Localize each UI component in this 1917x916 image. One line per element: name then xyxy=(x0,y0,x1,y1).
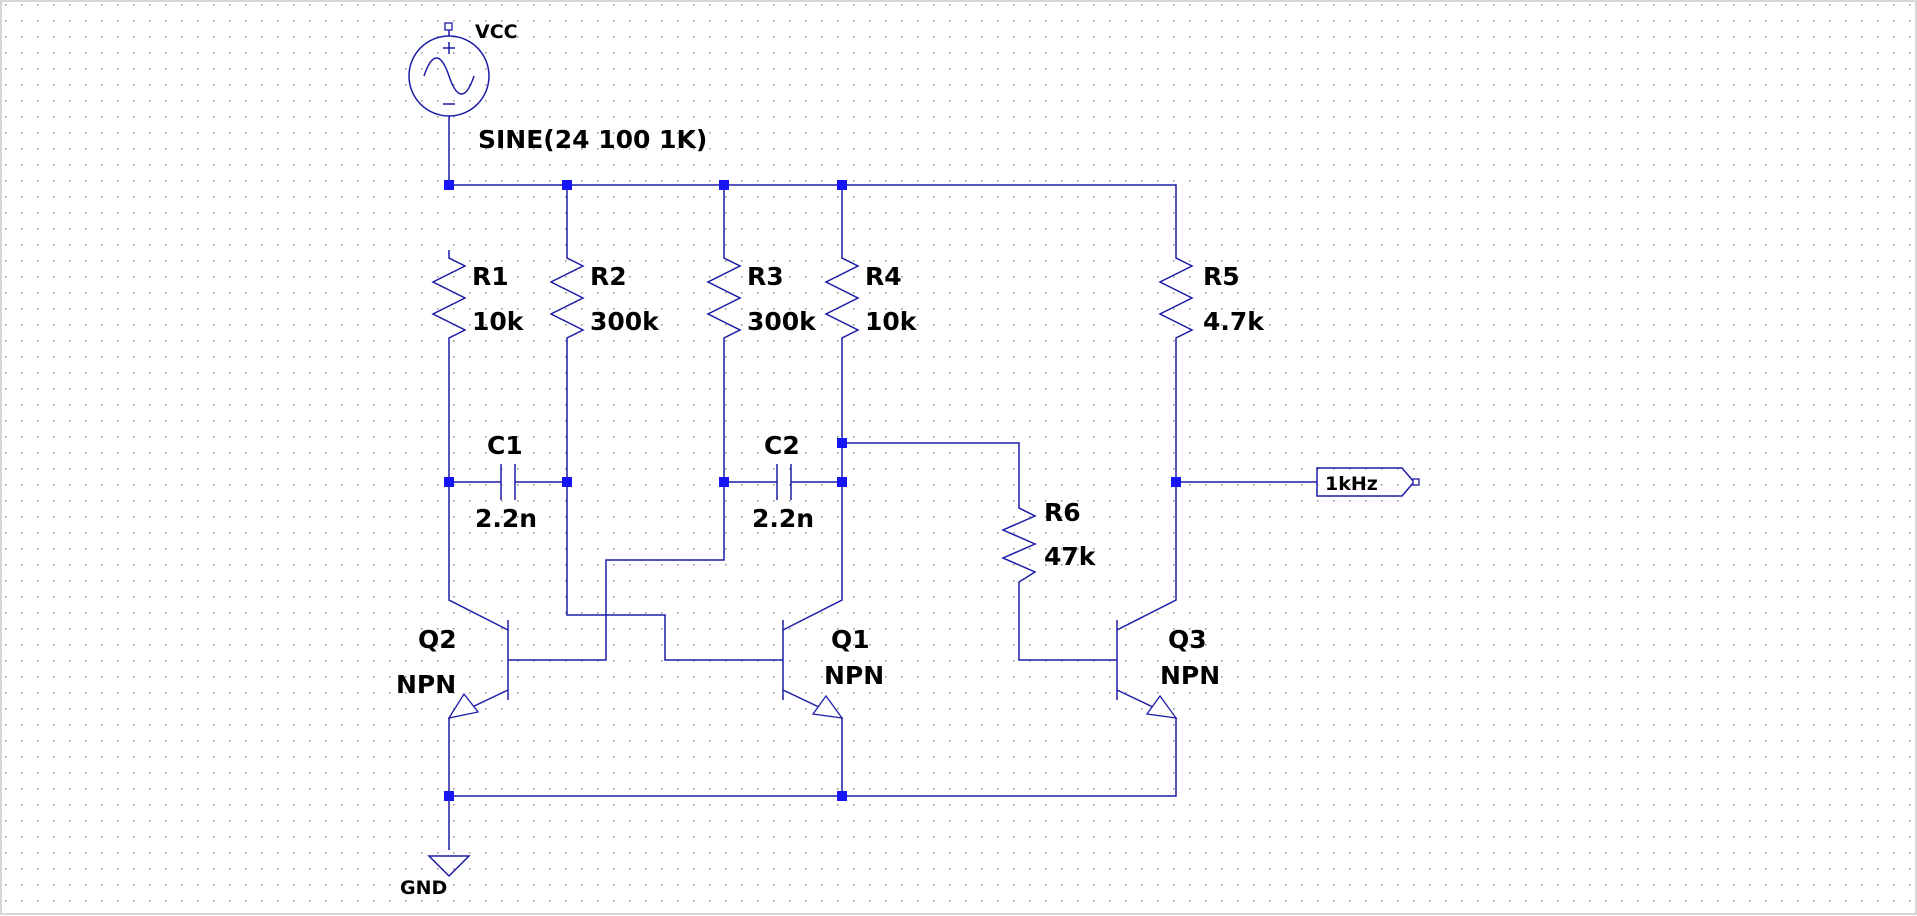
resistor-r5-name: R5 xyxy=(1203,262,1240,291)
resistor-r5-value: 4.7k xyxy=(1203,307,1265,336)
resistor-r5[interactable]: R5 4.7k xyxy=(1158,250,1265,343)
capacitor-c2-name: C2 xyxy=(764,431,800,460)
ground-symbol[interactable]: GND xyxy=(400,855,471,899)
resistor-r3-value: 300k xyxy=(747,307,817,336)
resistor-r1-name: R1 xyxy=(472,262,509,291)
transistor-q3-model: NPN xyxy=(1160,661,1220,690)
wires[interactable] xyxy=(448,124,1317,850)
resistor-r3[interactable]: R3 300k xyxy=(706,250,817,343)
transistor-q1-model: NPN xyxy=(824,661,884,690)
transistor-q3-name: Q3 xyxy=(1168,625,1207,654)
capacitor-c2-value: 2.2n xyxy=(752,504,814,533)
resistor-r3-name: R3 xyxy=(747,262,784,291)
capacitor-c2[interactable]: C2 2.2n xyxy=(752,431,814,533)
resistor-r6[interactable]: R6 47k xyxy=(1001,498,1097,590)
transistor-q2[interactable]: Q2 NPN xyxy=(396,620,509,719)
transistor-q1-name: Q1 xyxy=(831,625,870,654)
junction-dots xyxy=(444,180,1181,801)
capacitor-c1-name: C1 xyxy=(487,431,523,460)
resistor-r2[interactable]: R2 300k xyxy=(549,250,660,343)
resistor-r1-value: 10k xyxy=(472,307,525,336)
resistor-r4-value: 10k xyxy=(865,307,918,336)
resistor-r6-name: R6 xyxy=(1044,498,1081,527)
resistor-r2-value: 300k xyxy=(590,307,660,336)
transistor-q2-model: NPN xyxy=(396,670,456,699)
source-value: SINE(24 100 1K) xyxy=(478,125,707,154)
ground-label: GND xyxy=(400,877,447,899)
ground-icon xyxy=(427,855,471,878)
resistor-r2-name: R2 xyxy=(590,262,627,291)
capacitor-c1[interactable]: C1 2.2n xyxy=(475,431,537,533)
resistor-r1[interactable]: R1 10k xyxy=(431,250,525,343)
transistor-q3[interactable]: Q3 NPN xyxy=(1116,620,1220,719)
resistor-r4-name: R4 xyxy=(865,262,902,291)
source-name: VCC xyxy=(475,21,518,43)
transistor-q2-name: Q2 xyxy=(418,625,457,654)
output-net-label[interactable]: 1kHz xyxy=(1316,467,1420,497)
resistor-r4[interactable]: R4 10k xyxy=(824,250,918,343)
transistor-q1[interactable]: Q1 NPN xyxy=(782,620,884,719)
output-net-label-text: 1kHz xyxy=(1325,473,1378,495)
resistor-r6-value: 47k xyxy=(1044,542,1097,571)
capacitor-c1-value: 2.2n xyxy=(475,504,537,533)
voltage-source-vcc[interactable]: VCC SINE(24 100 1K) xyxy=(408,21,707,154)
